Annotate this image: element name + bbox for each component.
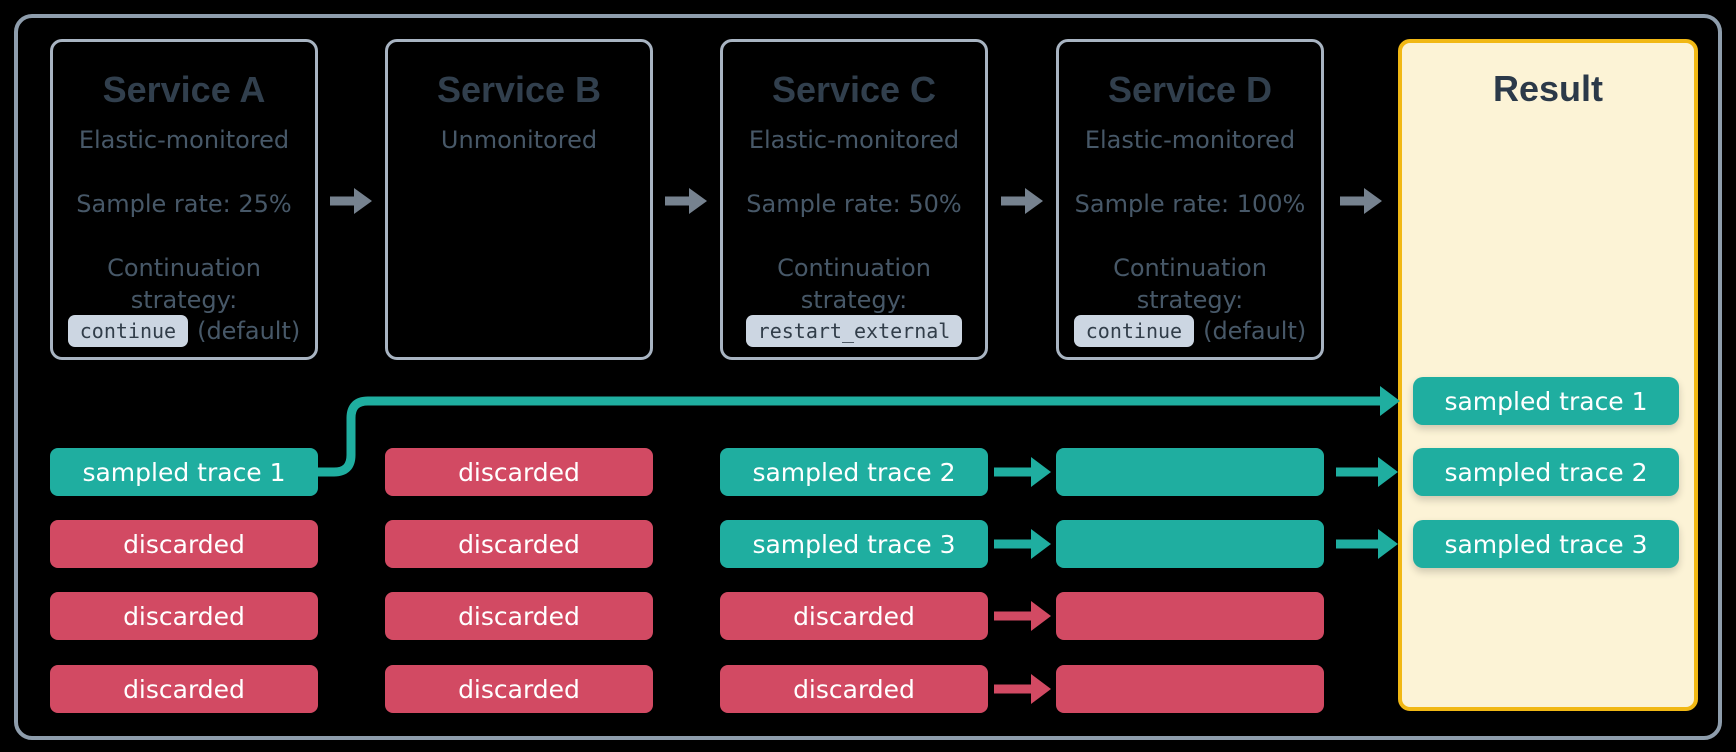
service-a-subtitle: Elastic-monitored: [78, 126, 290, 154]
service-a-strategy-row: continue (default): [53, 312, 315, 350]
chip-suffix: (default): [1203, 317, 1307, 345]
trace-pill-b-row3: discarded: [385, 592, 653, 640]
result-box: Result sampled trace 1 sampled trace 2 s…: [1398, 39, 1698, 711]
trace-pill-a-row1: sampled trace 1: [50, 448, 318, 496]
service-c-strategy-row: restart_external: [723, 312, 985, 350]
result-pill-sampled-trace-2: sampled trace 2: [1413, 448, 1679, 496]
service-c-subtitle: Elastic-monitored: [748, 126, 960, 154]
result-pill-sampled-trace-1: sampled trace 1: [1413, 377, 1679, 425]
trace-pill-d-row4: [1056, 665, 1324, 713]
trace-pill-c-row2: sampled trace 3: [720, 520, 988, 568]
service-d-strategy-row: continue (default): [1059, 312, 1321, 350]
trace-pill-a-row2: discarded: [50, 520, 318, 568]
code-chip: continue: [67, 315, 189, 347]
result-title: Result: [1492, 68, 1604, 109]
chip-suffix: (default): [197, 317, 301, 345]
service-c-continuation: Continuation strategy:: [777, 254, 931, 314]
service-c-box: Service C Elastic-monitored Sample rate:…: [720, 39, 988, 360]
trace-pill-a-row4: discarded: [50, 665, 318, 713]
outer-container: [14, 14, 1722, 740]
service-d-sample-rate: Sample rate: 100%: [1074, 190, 1306, 218]
service-d-subtitle: Elastic-monitored: [1084, 126, 1296, 154]
trace-pill-b-row4: discarded: [385, 665, 653, 713]
service-b-subtitle: Unmonitored: [440, 126, 598, 154]
service-c-title: Service C: [771, 69, 937, 110]
service-b-title: Service B: [436, 69, 602, 110]
trace-pill-d-row3: [1056, 592, 1324, 640]
trace-pill-c-row4: discarded: [720, 665, 988, 713]
trace-pill-c-row3: discarded: [720, 592, 988, 640]
trace-pill-b-row2: discarded: [385, 520, 653, 568]
service-a-sample-rate: Sample rate: 25%: [76, 190, 292, 218]
code-chip: restart_external: [745, 315, 963, 347]
trace-pill-b-row1: discarded: [385, 448, 653, 496]
trace-pill-c-row1: sampled trace 2: [720, 448, 988, 496]
service-a-continuation: Continuation strategy:: [107, 254, 261, 314]
service-d-title: Service D: [1107, 69, 1273, 110]
service-b-box: Service B Unmonitored: [385, 39, 653, 360]
code-chip: continue: [1073, 315, 1195, 347]
trace-pill-d-row1: [1056, 448, 1324, 496]
service-c-sample-rate: Sample rate: 50%: [746, 190, 962, 218]
service-d-continuation: Continuation strategy:: [1113, 254, 1267, 314]
result-pill-sampled-trace-3: sampled trace 3: [1413, 520, 1679, 568]
trace-pill-d-row2: [1056, 520, 1324, 568]
trace-pill-a-row3: discarded: [50, 592, 318, 640]
service-d-box: Service D Elastic-monitored Sample rate:…: [1056, 39, 1324, 360]
service-a-box: Service A Elastic-monitored Sample rate:…: [50, 39, 318, 360]
service-a-title: Service A: [102, 69, 266, 110]
